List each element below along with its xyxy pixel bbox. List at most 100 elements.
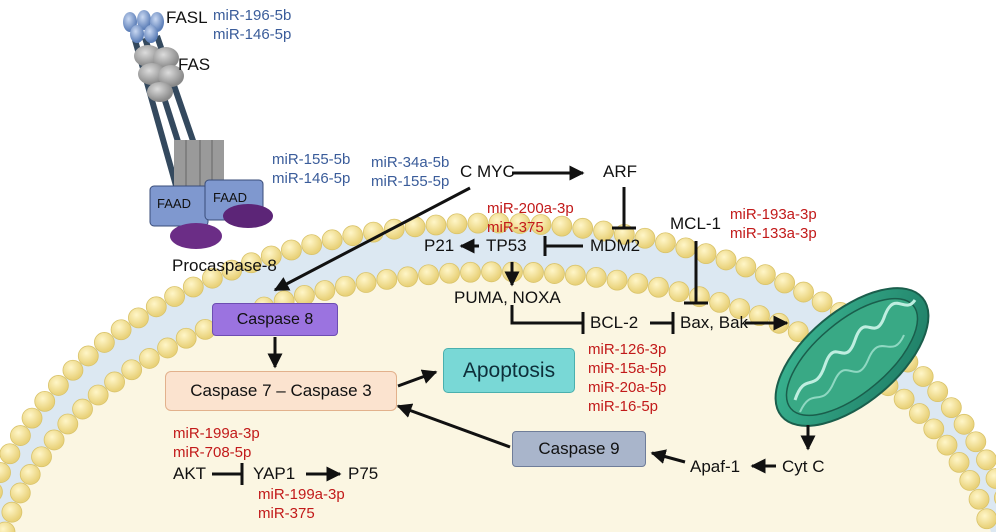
lipid-head <box>544 263 565 284</box>
fasl-mirna-list: miR-196-5b miR-146-5p <box>213 6 291 44</box>
mirna-label: miR-34a-5b <box>371 154 450 171</box>
lipid-head <box>314 280 336 301</box>
mitochondrion <box>774 287 930 427</box>
lipid-head <box>648 276 669 298</box>
lipid-head <box>260 245 282 267</box>
lipid-head <box>425 214 447 236</box>
mirna-label: miR-199a-3p <box>173 425 260 442</box>
faad-left-label: FAAD <box>157 196 191 211</box>
lipid-head <box>57 413 79 435</box>
lipid-head <box>585 266 607 288</box>
lipid-head <box>509 213 531 234</box>
mirna-label: miR-200a-3p <box>487 200 574 217</box>
lipid-head <box>564 264 586 286</box>
lipid-head <box>397 266 419 288</box>
fas-receptor-complex <box>123 10 273 249</box>
node-p21: P21 <box>424 236 455 255</box>
lipid-head <box>157 337 178 359</box>
lipid-head <box>460 261 481 283</box>
node-bax-bak: Bax, Bak <box>680 313 749 332</box>
node-arf: ARF <box>603 162 637 181</box>
lipid-head <box>959 470 981 491</box>
node-p75: P75 <box>348 464 379 483</box>
lipid-head <box>446 213 468 235</box>
lipid-head <box>0 443 21 465</box>
lipid-head <box>335 275 356 297</box>
lipid-head <box>0 484 3 500</box>
lipid-head <box>301 234 323 255</box>
cell-membrane <box>0 212 996 532</box>
fas-label: FAS <box>178 55 211 74</box>
lipid-head <box>985 468 996 489</box>
mirna-label: miR-20a-5p <box>588 379 667 396</box>
lipid-head <box>31 446 52 468</box>
procaspase-8-label: Procaspase-8 <box>172 256 277 275</box>
node-akt: AKT <box>173 464 207 483</box>
node-mcl1: MCL-1 <box>670 214 722 233</box>
lipid-head <box>201 267 223 289</box>
lipid-head <box>774 272 796 294</box>
lipid-head <box>439 262 460 284</box>
lipid-head <box>572 217 594 239</box>
lipid-head <box>221 259 243 281</box>
lipid-head <box>523 262 544 283</box>
lipid-head <box>923 418 945 440</box>
lipid-head <box>240 252 262 274</box>
lipid-head <box>62 359 84 381</box>
lipid-head <box>321 229 343 251</box>
lipid-head <box>418 264 439 286</box>
lipid-head <box>627 272 649 294</box>
mirna-label: miR-193a-3p <box>730 206 817 223</box>
lipid-head <box>968 488 990 510</box>
mcl1-mirna-list: miR-193a-3p miR-133a-3p <box>730 205 817 243</box>
lipid-head <box>749 305 770 327</box>
lipid-head <box>21 407 43 429</box>
lipid-head <box>9 482 31 504</box>
mirna-label: miR-375 <box>258 505 315 522</box>
lipid-head <box>735 256 757 278</box>
faad-mirna-list: miR-155-5b miR-146-5p <box>272 150 350 188</box>
lipid-head <box>0 462 11 483</box>
lipid-head <box>927 381 949 403</box>
node-mdm2: MDM2 <box>590 236 641 255</box>
lipid-head <box>467 212 489 234</box>
lipid-head <box>606 269 628 291</box>
lipid-head <box>481 261 502 283</box>
lipid-head <box>376 268 398 290</box>
mirna-label: miR-155-5p <box>371 173 450 190</box>
lipid-head <box>965 431 987 453</box>
lipid-head <box>793 281 814 303</box>
mirna-label: miR-199a-3p <box>258 486 345 503</box>
lipid-head <box>138 348 160 369</box>
lipid-head <box>936 434 958 456</box>
node-puma-noxa: PUMA, NOXA <box>454 288 561 307</box>
lipid-head <box>43 429 65 451</box>
mirna-label: miR-196-5b <box>213 7 292 24</box>
caspase-9-label: Caspase 9 <box>538 439 620 458</box>
lipid-head <box>77 345 99 367</box>
lipid-head <box>551 215 573 237</box>
lipid-head <box>953 413 975 435</box>
lipid-head <box>47 375 69 396</box>
lipid-head <box>342 225 364 247</box>
lipid-head <box>787 321 809 343</box>
caspase-9-box: Caspase 9 <box>512 431 646 467</box>
bcl2-mirna-list: miR-126-3p miR-15a-5p miR-20a-5p miR-16-… <box>588 340 666 416</box>
node-tp53: TP53 <box>486 236 527 255</box>
mirna-label: miR-146-5p <box>272 170 351 187</box>
lipid-head <box>912 366 934 387</box>
lipid-head <box>655 232 676 254</box>
node-cmyc: C MYC <box>460 162 515 181</box>
lipid-head <box>19 464 41 485</box>
lipid-head <box>10 425 31 446</box>
mirna-label: miR-126-3p <box>588 341 667 358</box>
mirna-label: miR-133a-3p <box>730 225 817 242</box>
lipid-head <box>281 239 302 261</box>
yap1-mirna-list: miR-199a-3p miR-375 <box>258 485 345 523</box>
mirna-label: miR-375 <box>487 219 544 236</box>
node-yap1: YAP1 <box>253 464 296 483</box>
mirna-label: miR-155-5b <box>272 151 351 168</box>
lipid-head <box>729 298 751 320</box>
lipid-head <box>175 327 197 349</box>
